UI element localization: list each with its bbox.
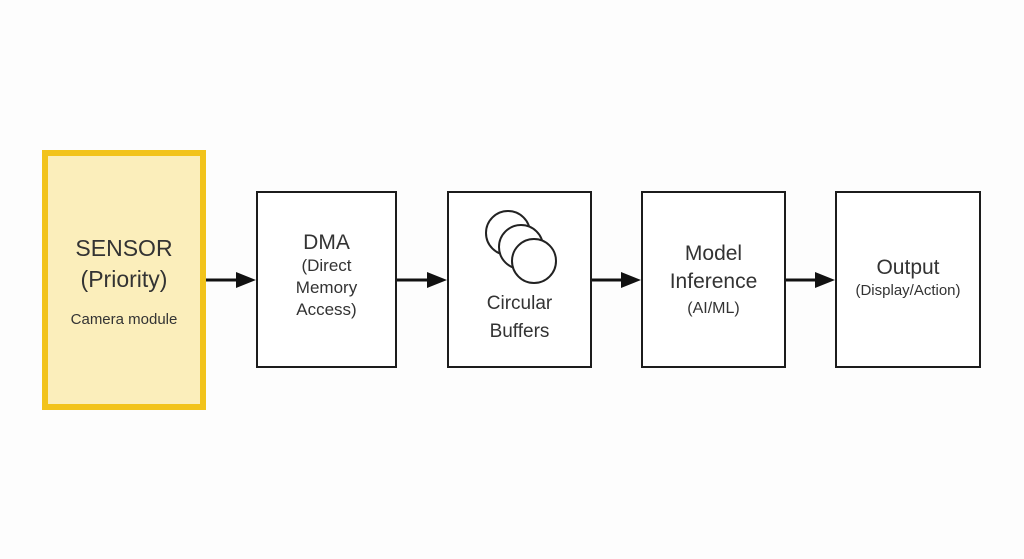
sensor-title-line2: (Priority) — [80, 265, 168, 292]
stacked-circles-icon — [484, 209, 557, 284]
output-title: Output — [876, 256, 940, 279]
circular-buffers-node: Circular Buffers — [447, 191, 592, 368]
buffers-line1: Circular — [486, 292, 553, 314]
arrow-inference-to-output — [786, 272, 835, 288]
inference-line2: Inference — [669, 269, 758, 293]
inference-line1: Model — [684, 241, 743, 265]
model-inference-node: Model Inference (AI/ML) — [641, 191, 786, 368]
output-node: Output (Display/Action) — [835, 191, 981, 368]
sensor-subtitle: Camera module — [70, 310, 178, 328]
sensor-node: SENSOR (Priority) Camera module — [42, 150, 206, 410]
dma-node: DMA (Direct Memory Access) — [256, 191, 397, 368]
arrow-buffers-to-inference — [592, 272, 641, 288]
dma-line3: Memory — [295, 278, 358, 297]
arrow-sensor-to-dma — [206, 272, 256, 288]
output-subtitle: (Display/Action) — [855, 282, 961, 299]
arrow-dma-to-buffers — [397, 272, 447, 288]
dma-line4: Access) — [296, 300, 357, 319]
inference-line3: (AI/ML) — [687, 299, 740, 317]
buffers-line2: Buffers — [489, 320, 550, 342]
dma-title: DMA — [303, 231, 350, 254]
sensor-title-line1: SENSOR — [75, 234, 173, 261]
dma-line2: (Direct — [301, 256, 352, 275]
